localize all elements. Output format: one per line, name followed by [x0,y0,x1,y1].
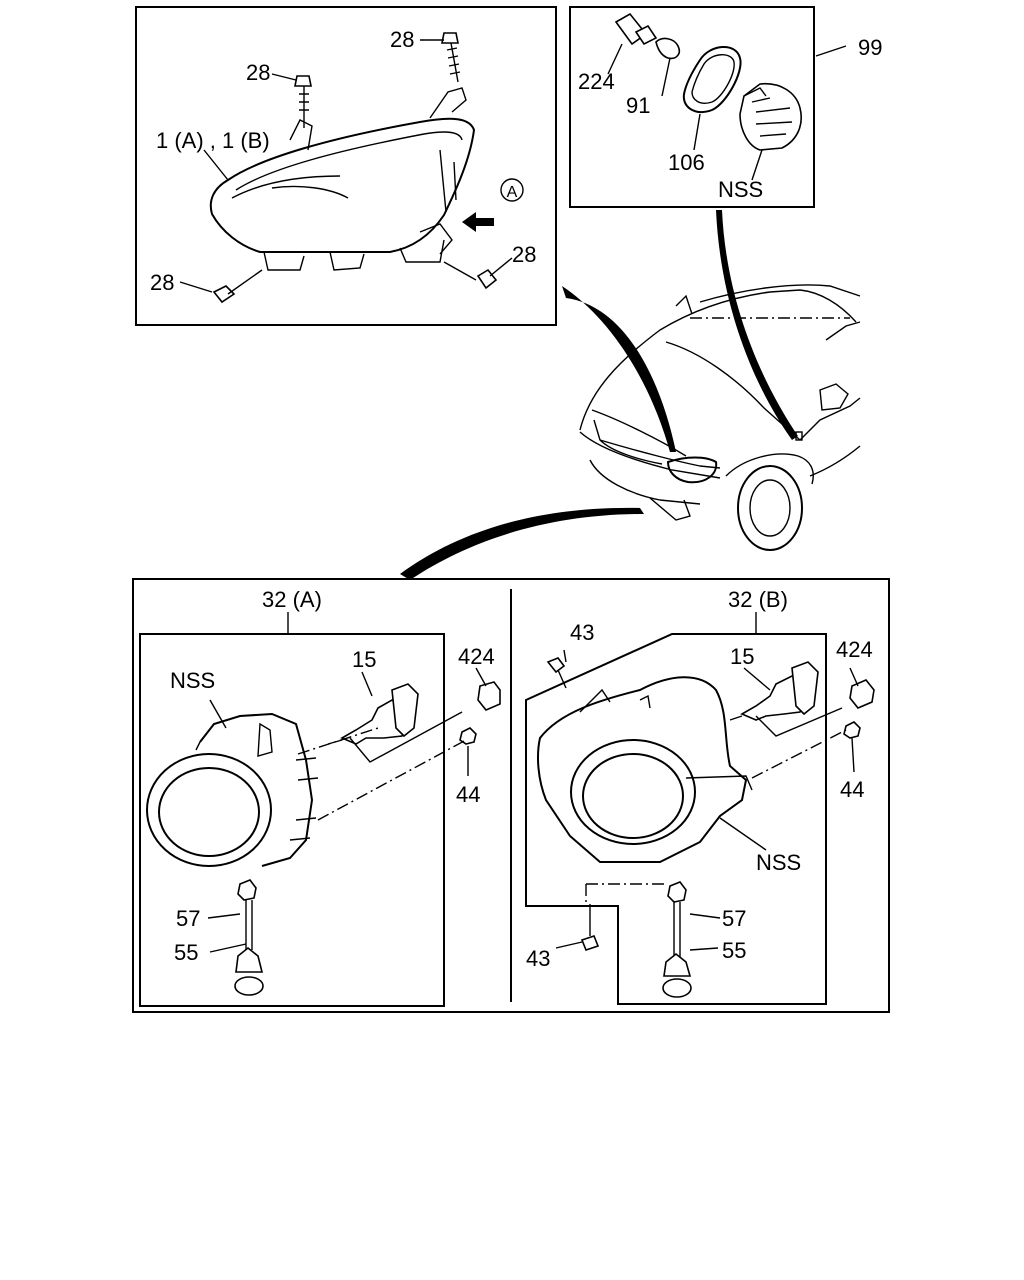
headlamp-housing [209,87,476,271]
fog-lamp-panel-frame [132,578,890,1013]
fog-nut-a [459,727,477,745]
fog-lamp-a-group: 32 (A) NSS 15 424 44 57 55 [139,587,501,1007]
headlamp-bolt-top [441,32,461,83]
fog-lamp-b-housing [537,676,753,863]
callout-band-headlamp [562,286,676,452]
label-bolt-lower-right: 28 [512,242,536,267]
side-lamp-gasket [682,46,742,113]
fog-grommet-a [237,879,257,901]
vehicle-front-wheel [737,465,803,551]
side-lamp-panel-frame [569,6,815,208]
fog-lamp-b-group: 32 (B) 43 15 424 44 NSS 57 43 55 [525,587,875,1005]
view-a-label: A [507,184,518,201]
vehicle-front-view [400,210,861,580]
fog-nut-b [843,721,861,739]
side-lamp-bulb [655,37,681,60]
callout-band-fog-lamp [400,507,644,580]
headlamp-panel-frame [135,6,557,326]
label-bolt-top: 28 [390,27,414,52]
label-headlamp-assy: 1 (A) , 1 (B) [156,128,270,153]
side-lamp-socket [614,12,658,46]
label-fog-adjuster-a: 55 [174,940,198,965]
fog-lamp-panel: 32 (A) NSS 15 424 44 57 55 [132,578,890,1013]
label-socket: 224 [578,69,615,94]
fog-adjuster-a [234,900,264,996]
fog-bulb-a [327,683,419,745]
label-gasket: 106 [668,150,705,175]
fog-adjuster-b [662,902,692,998]
label-fog-nut-a: 44 [456,782,480,807]
label-side-lamp-assy: 99 [858,35,882,60]
label-fog-connector-b: 424 [836,637,873,662]
view-a-marker: A [462,178,524,232]
label-fog-adjuster-b: 55 [722,938,746,963]
fog-connector-b [849,679,875,709]
fog-lamp-a-frame [139,633,445,1007]
label-side-lamp-lens: NSS [718,177,763,202]
label-fog-connector-a: 424 [458,644,495,669]
headlamp-bolt-left-upper [294,75,312,128]
label-fog-lamp-b: 32 (B) [728,587,788,612]
side-lamp-lens [739,83,802,151]
label-fog-lamp-b-body: NSS [756,850,801,875]
headlamp-bolt-lower-right [443,261,498,290]
fog-bulb-b [729,661,819,721]
fog-screw-b-top [546,657,567,689]
label-fog-lamp-a-body: NSS [170,668,215,693]
label-bolt-lower-left: 28 [150,270,174,295]
label-fog-bulb-a: 15 [352,647,376,672]
fog-lamp-b-frame [525,633,827,1005]
vehicle-mirror [819,383,849,411]
label-bolt-left-upper: 28 [246,60,270,85]
label-fog-grommet-a: 57 [176,906,200,931]
fog-screw-b-bottom [580,904,600,951]
label-fog-screw-b-top: 43 [570,620,594,645]
vehicle-headlamp [666,456,718,484]
fog-grommet-b [667,881,687,903]
label-fog-grommet-b: 57 [722,906,746,931]
label-fog-nut-b: 44 [840,777,864,802]
headlamp-bolt-lower-left [212,269,263,304]
side-lamp-panel: 99 224 91 106 NSS [569,6,882,208]
label-fog-screw-b-bottom: 43 [526,946,550,971]
headlamp-panel: A 1 (A) , 1 (B) 28 28 28 28 [135,6,557,326]
label-fog-bulb-b: 15 [730,644,754,669]
label-fog-lamp-a: 32 (A) [262,587,322,612]
callout-band-side-lamp [716,210,798,440]
fog-connector-a [477,681,501,711]
label-bulb-wedge: 91 [626,93,650,118]
fog-lamp-a-housing [146,712,319,867]
